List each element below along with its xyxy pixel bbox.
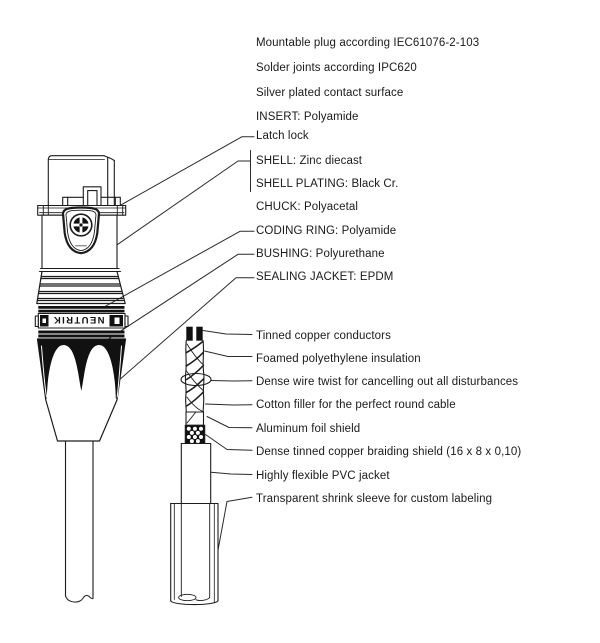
pvc-jacket	[180, 442, 212, 505]
insulation-twist	[184, 339, 205, 413]
cable-cut-end	[65, 595, 94, 603]
label-conductors: Tinned copper conductors	[256, 329, 391, 342]
tinned-conductors	[186, 326, 203, 341]
leader-cotton-filler	[205, 403, 253, 406]
label-latch-lock: Latch lock	[256, 130, 309, 142]
label-foil-shield: Aluminum foil shield	[256, 422, 361, 435]
shrink-sleeve	[170, 502, 219, 606]
label-braiding-shield: Dense tinned copper braiding shield (16 …	[256, 445, 522, 458]
leader-shrink-sleeve	[217, 496, 253, 550]
connector-housing	[47, 155, 115, 207]
label-shell: SHELL: Zinc diecast	[256, 154, 363, 167]
wire-twist-ellipse	[180, 372, 212, 387]
connector-cable	[64, 440, 94, 603]
branding-ring: NEUTRIK	[34, 306, 129, 338]
latch-button-emblem	[61, 206, 101, 255]
leader-conductors	[202, 330, 253, 335]
leader-wire-twist	[210, 380, 253, 382]
chuck-ribs	[36, 270, 126, 305]
braid-shield	[184, 424, 206, 445]
connector-drawing: NEUTRIK	[34, 155, 129, 603]
label-chuck: CHUCK: Polyacetal	[256, 201, 359, 213]
leader-shell	[97, 160, 251, 259]
leader-bushing	[80, 253, 255, 358]
sleeve-bottom-edge	[170, 600, 219, 606]
boot-wave	[37, 339, 126, 399]
leader-braiding-shield	[205, 434, 253, 451]
brand-text: NEUTRIK	[52, 314, 104, 325]
label-pvc-jacket: Highly flexible PVC jacket	[256, 469, 390, 482]
leader-latch-lock	[88, 136, 255, 224]
label-bushing: BUSHING: Polyurethane	[256, 248, 385, 260]
filler-and-foil	[185, 411, 205, 426]
label-sealing-jacket: SEALING JACKET: EPDM	[256, 271, 394, 283]
label-wire-twist: Dense wire twist for cancelling out all …	[256, 375, 519, 388]
cable-drawing	[170, 326, 219, 606]
label-insulation: Foamed polyethylene insulation	[256, 352, 421, 365]
label-mountable-plug: Mountable plug according IEC61076-2-103	[256, 37, 480, 49]
label-shell-plating: SHELL PLATING: Black Cr.	[256, 178, 399, 190]
label-silver-contacts: Silver plated contact surface	[256, 87, 404, 99]
leader-insulation	[204, 350, 253, 357]
leader-sealing-jacket	[77, 277, 255, 417]
leader-foil-shield	[206, 416, 253, 429]
leader-lines	[77, 136, 255, 550]
leader-pvc-jacket	[202, 471, 253, 475]
leader-coding-ring	[103, 230, 255, 308]
label-insert: INSERT: Polyamide	[256, 111, 359, 123]
label-shrink-sleeve: Transparent shrink sleeve for custom lab…	[256, 492, 493, 505]
label-coding-ring: CODING RING: Polyamide	[256, 225, 397, 237]
label-cotton-filler: Cotton filler for the perfect round cabl…	[256, 399, 456, 411]
latch-lock-tab	[62, 186, 121, 207]
label-solder-joints: Solder joints according IPC620	[256, 62, 417, 74]
boot-bushing	[36, 338, 127, 442]
